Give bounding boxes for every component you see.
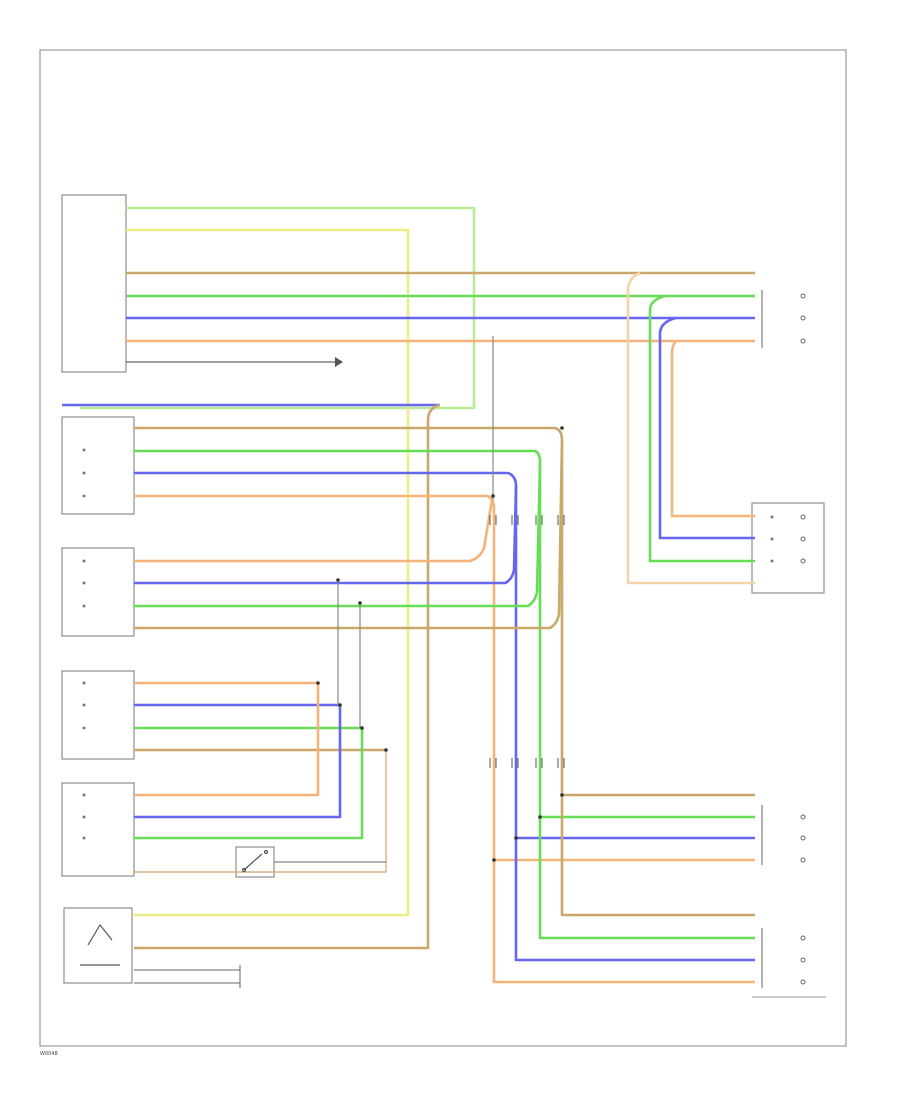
diagram-frame: [39, 49, 847, 1047]
storage-tail-wires: [134, 683, 387, 873]
rear-tail-lamp-box: [751, 502, 825, 594]
splice-dots: [316, 426, 564, 862]
storage-tail-lamp-box: [61, 782, 135, 877]
right-front-tail-lamp-box: [61, 670, 135, 760]
rear-tail-feeds: [626, 271, 755, 585]
thin-signal-lines: [337, 336, 494, 728]
lamp-terminals: [761, 290, 806, 988]
combination-switch-icon: [80, 923, 120, 966]
left-front-tail-wires: [134, 439, 564, 630]
wire-yellow-green-top: [80, 206, 476, 410]
headlamp-connector-icon: [134, 965, 241, 988]
pin-markers: [82, 448, 774, 840]
left-front-tail-lamp-box: [61, 547, 135, 637]
right-front-tail-wires: [134, 681, 386, 752]
storage-switch-icon: [241, 849, 269, 873]
lower-right-wires: [492, 793, 755, 984]
footer-code: W0048: [40, 1051, 58, 1057]
combination-switch-box: [63, 907, 133, 984]
wire-yellow-long: [126, 228, 410, 917]
wire-tan-down: [134, 403, 441, 950]
ground-symbol-icon: [126, 357, 343, 367]
connector-marks: [489, 515, 565, 768]
front-control-module-box: [61, 194, 127, 373]
storage-module-box: [61, 416, 135, 515]
